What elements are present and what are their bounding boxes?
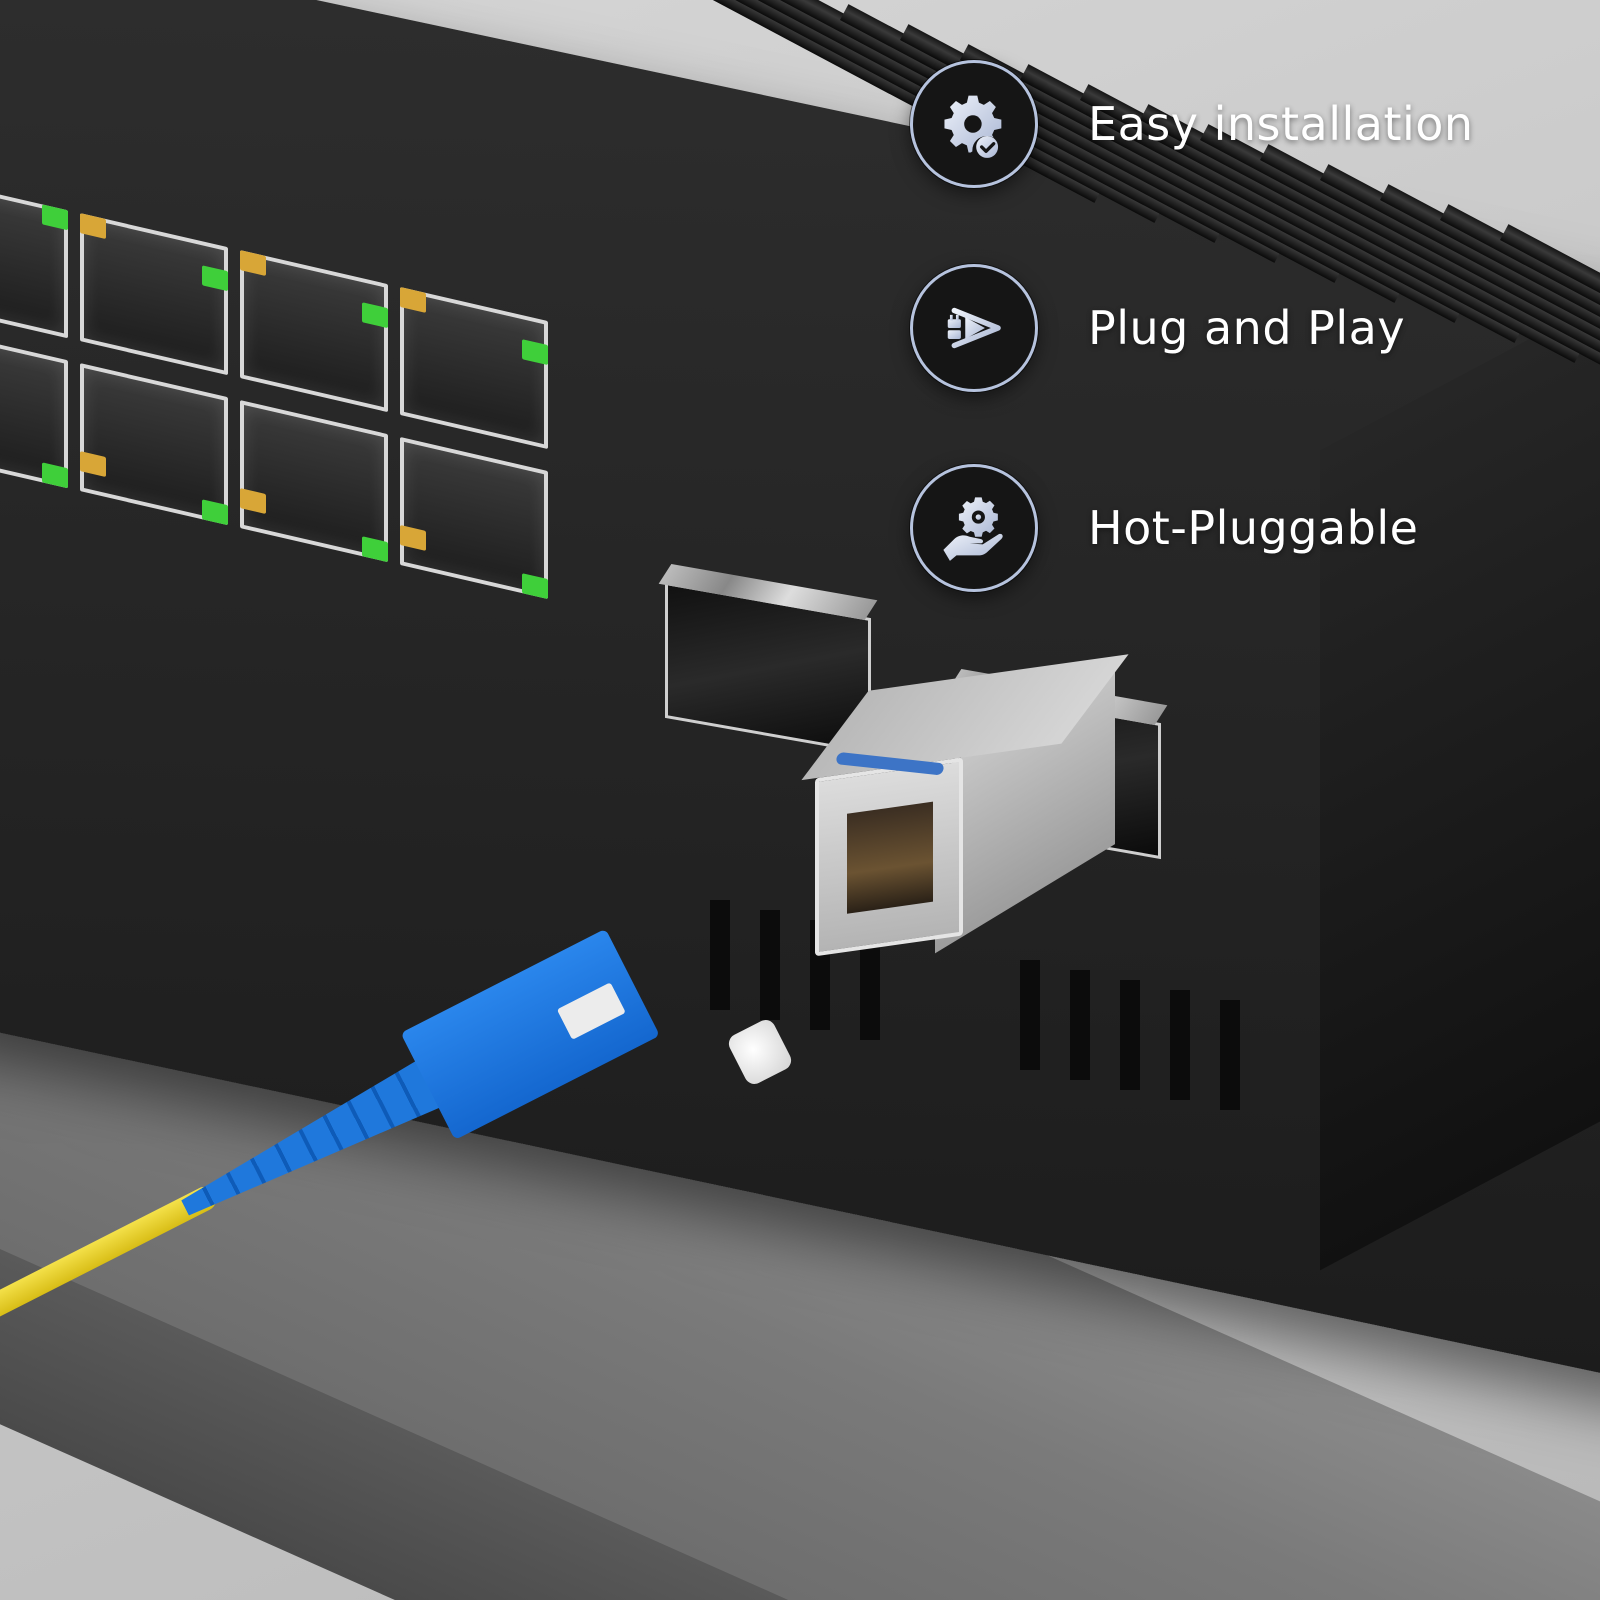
feature-label: Plug and Play	[1088, 301, 1406, 355]
rj45-port	[0, 176, 68, 339]
feature-plug-and-play: Plug and Play	[910, 260, 1550, 396]
bottom-heatsink-fins	[690, 900, 1290, 1120]
feature-easy-installation: Easy installation	[910, 56, 1550, 192]
rj45-port	[0, 326, 68, 489]
rj45-port	[400, 436, 548, 600]
feature-label: Easy installation	[1088, 97, 1474, 151]
rj45-port	[240, 250, 388, 413]
sfp-module	[801, 654, 1129, 957]
feature-hot-pluggable: Hot-Pluggable	[910, 460, 1550, 596]
feature-label: Hot-Pluggable	[1088, 501, 1419, 555]
rj45-port	[80, 363, 228, 526]
rj45-port	[400, 286, 548, 450]
sfp-fiber-port	[847, 801, 933, 914]
rj45-port	[240, 400, 388, 563]
hand-gear-icon	[910, 464, 1038, 592]
plug-play-icon	[910, 264, 1038, 392]
rj45-port	[80, 213, 228, 376]
gear-check-icon	[910, 60, 1038, 188]
sfp-module-front	[815, 757, 963, 957]
connector-release-tab	[556, 982, 626, 1040]
